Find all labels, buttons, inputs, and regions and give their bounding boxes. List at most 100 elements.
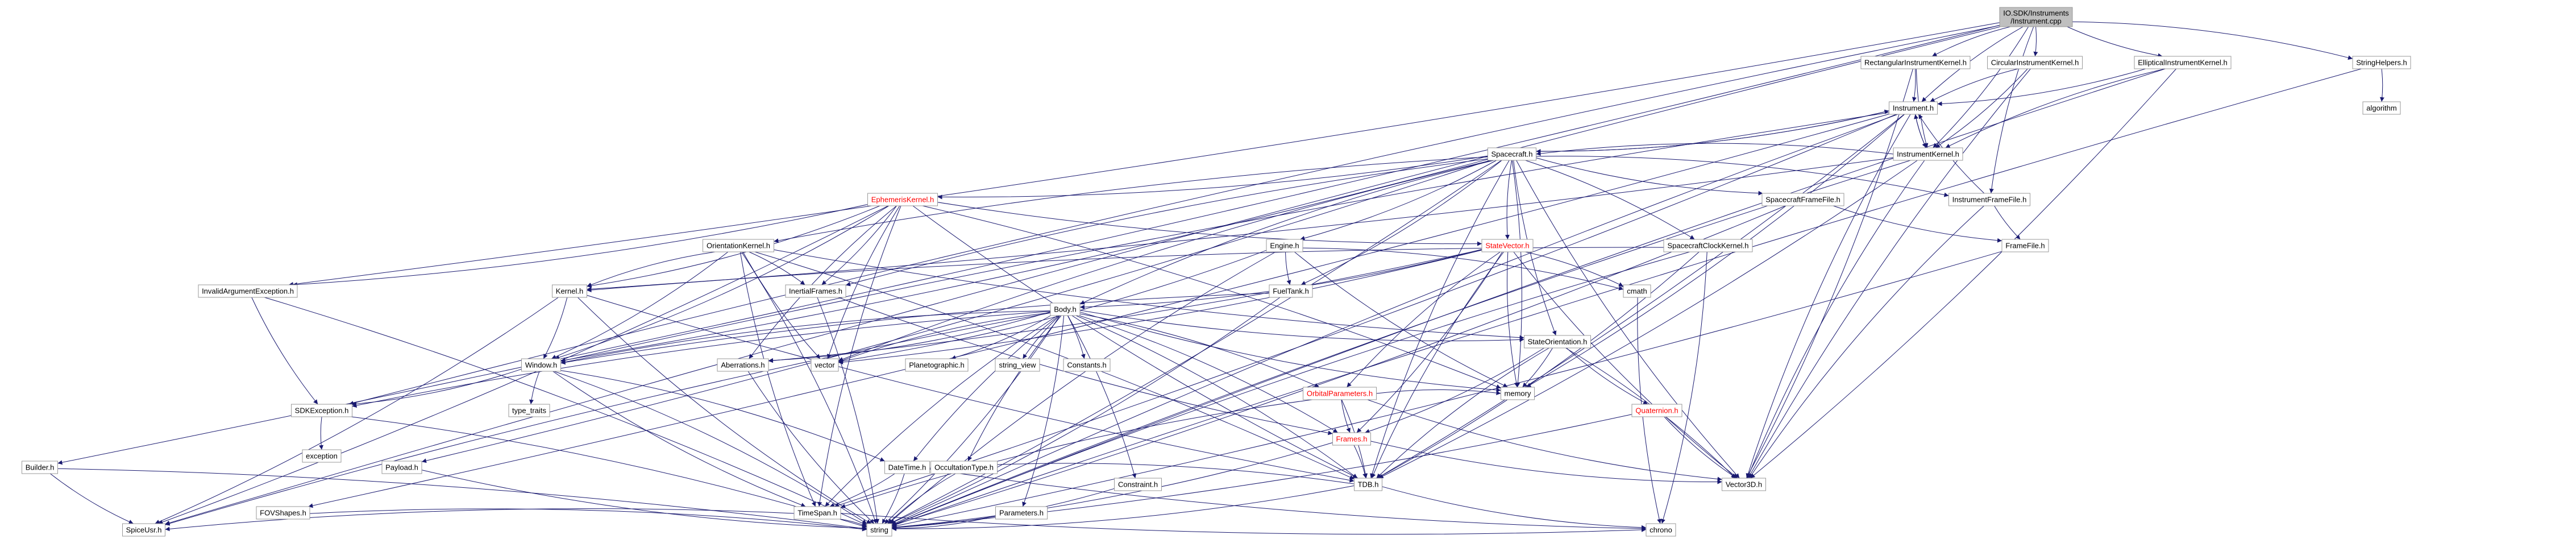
node-box [1761, 193, 1844, 206]
edge-window-to-string [554, 371, 867, 524]
node-instr[interactable]: Instrument.h [1889, 101, 1938, 115]
edge-fov-to-string [309, 508, 867, 532]
node-orik[interactable]: OrientationKernel.h [703, 239, 774, 252]
node-constraint[interactable]: Constraint.h [1114, 478, 1162, 491]
node-label: Constants.h [1067, 361, 1106, 370]
node-label: type_traits [512, 407, 546, 415]
node-frames[interactable]: Frames.h [1332, 432, 1371, 446]
edge-orbparams-to-vec3 [1367, 399, 1722, 482]
edge-root-to-circk [2033, 26, 2038, 57]
node-strview[interactable]: string_view [995, 358, 1040, 372]
edge-datetime-to-chrono [929, 468, 1647, 531]
node-sv[interactable]: StateVector.h [1481, 239, 1534, 252]
edge-tdb-to-chrono [1382, 486, 1647, 530]
node-label: SpacecraftFrameFile.h [1765, 196, 1840, 204]
node-label: string [870, 526, 888, 534]
edge-rectk-to-vec3 [1746, 68, 1913, 479]
node-root[interactable]: IO.SDK/Instruments/Instrument.cpp [1999, 7, 2073, 27]
node-vector[interactable]: vector [811, 358, 839, 372]
node-typetraits[interactable]: type_traits [508, 404, 550, 417]
node-params[interactable]: Parameters.h [995, 506, 1048, 520]
edge-root-to-strh [2072, 21, 2353, 60]
node-datetime[interactable]: DateTime.h [884, 461, 930, 474]
node-instrk[interactable]: InstrumentKernel.h [1893, 147, 1963, 161]
node-tdb[interactable]: TDB.h [1354, 478, 1382, 491]
node-exception[interactable]: exception [302, 449, 342, 463]
node-circk[interactable]: CircularInstrumentKernel.h [1987, 56, 2083, 69]
node-spiceusr[interactable]: SpiceUsr.h [122, 523, 165, 537]
edge-invarg-to-sdkex [251, 297, 318, 405]
node-statori[interactable]: StateOrientation.h [1524, 335, 1591, 349]
node-sdkex[interactable]: SDKException.h [291, 404, 352, 417]
node-box [717, 358, 769, 372]
node-orbparams[interactable]: OrbitalParameters.h [1303, 387, 1377, 400]
node-inertial[interactable]: InertialFrames.h [785, 284, 846, 298]
node-fov[interactable]: FOVShapes.h [256, 506, 310, 520]
node-label: Vector3D.h [1726, 480, 1762, 489]
node-quat[interactable]: Quaternion.h [1631, 404, 1682, 417]
node-label: Aberrations.h [721, 361, 765, 370]
node-label: TDB.h [1358, 480, 1379, 489]
node-box [995, 358, 1040, 372]
edge-quat-to-vec3 [1664, 416, 1737, 479]
edge-orik-to-kernel [587, 251, 716, 287]
edge-body-to-planeto [951, 315, 1051, 360]
edge-root-to-builder [57, 24, 2000, 465]
edge-statori-to-memory [1522, 347, 1553, 388]
node-box [1114, 478, 1162, 491]
edge-engine-to-string [888, 251, 1276, 524]
node-invarg[interactable]: InvalidArgumentException.h [198, 284, 298, 298]
node-label: Body.h [1054, 305, 1077, 314]
node-kernel[interactable]: Kernel.h [552, 284, 587, 298]
edge-aberr-to-string [747, 371, 875, 524]
edge-fueltank-to-window [560, 293, 1270, 365]
node-box [1889, 101, 1938, 115]
edge-instrk-to-spacecraft [1536, 143, 1894, 156]
node-string[interactable]: string [866, 523, 892, 537]
node-frame[interactable]: FrameFile.h [2001, 239, 2049, 252]
node-aberr[interactable]: Aberrations.h [717, 358, 769, 372]
node-label: Parameters.h [999, 509, 1044, 517]
node-instrframe[interactable]: InstrumentFrameFile.h [1948, 193, 2030, 206]
node-label: Constraint.h [1118, 480, 1158, 489]
node-strh[interactable]: StringHelpers.h [2352, 56, 2411, 69]
edge-engine-to-fueltank [1285, 251, 1291, 285]
node-label: string_view [999, 361, 1036, 370]
edge-scclock-to-string [891, 251, 1690, 526]
node-planeto[interactable]: Planetographic.h [905, 358, 969, 372]
node-fueltank[interactable]: FuelTank.h [1269, 284, 1313, 298]
node-label: InstrumentKernel.h [1897, 150, 1959, 159]
node-scframe[interactable]: SpacecraftFrameFile.h [1761, 193, 1844, 206]
edge-spacecraft-to-inertial [845, 158, 1488, 287]
edge-instrk-to-string [891, 160, 1911, 526]
edge-root-to-instrframe [1989, 26, 2034, 194]
edge-frames-to-string [891, 442, 1333, 530]
node-ellk[interactable]: EllipticalInstrumentKernel.h [2134, 56, 2232, 69]
node-label: Payload.h [385, 463, 418, 472]
node-builder[interactable]: Builder.h [22, 461, 58, 474]
node-scclock[interactable]: SpacecraftClockKernel.h [1663, 239, 1753, 252]
node-constants[interactable]: Constants.h [1063, 358, 1111, 372]
edge-spacecraft-to-memory [1511, 160, 1522, 388]
node-vec3[interactable]: Vector3D.h [1722, 478, 1766, 491]
node-spacecraft[interactable]: Spacecraft.h [1488, 147, 1536, 161]
edge-body-to-spiceusr [165, 312, 1051, 526]
node-ephk[interactable]: EphemerisKernel.h [867, 193, 938, 206]
node-occult[interactable]: OccultationType.h [930, 461, 998, 474]
node-label: StateOrientation.h [1528, 338, 1588, 346]
node-cmath[interactable]: cmath [1623, 284, 1651, 298]
node-rectk[interactable]: RectangularInstrumentKernel.h [1860, 56, 1971, 69]
node-payload[interactable]: Payload.h [381, 461, 422, 474]
node-chrono[interactable]: chrono [1646, 523, 1676, 537]
node-timespan[interactable]: TimeSpan.h [793, 506, 841, 520]
edge-instrframe-to-vec3 [1749, 205, 1984, 479]
edge-statori-to-frames [1365, 347, 1544, 434]
node-algorithm[interactable]: algorithm [2362, 101, 2401, 115]
node-memory[interactable]: memory [1501, 387, 1535, 400]
node-window[interactable]: Window.h [521, 358, 561, 372]
node-body[interactable]: Body.h [1050, 302, 1081, 316]
edge-spacecraft-to-instr [1536, 109, 1889, 152]
edge-instr-to-instrk [1915, 114, 1926, 148]
node-engine[interactable]: Engine.h [1266, 239, 1303, 252]
